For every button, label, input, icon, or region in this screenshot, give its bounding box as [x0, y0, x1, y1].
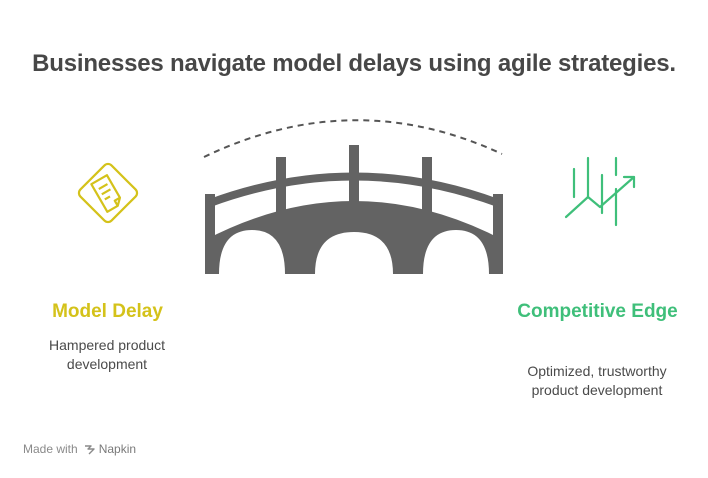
napkin-logo-icon: [84, 445, 95, 455]
napkin-brand-label: Napkin: [98, 442, 137, 456]
made-with-label: Made with: [23, 442, 78, 456]
growth-chart-icon: [560, 153, 640, 229]
document-icon: [70, 155, 146, 231]
model-delay-description: Hampered product development: [49, 337, 165, 372]
bridge-icon: [196, 110, 512, 280]
page-title: Businesses navigate model delays using a…: [32, 50, 676, 77]
footer-attribution[interactable]: Made with Napkin: [23, 442, 136, 456]
model-delay-heading: Model Delay: [52, 301, 163, 322]
competitive-edge-heading: Competitive Edge: [517, 301, 678, 322]
competitive-edge-description: Optimized, trustworthy product developme…: [527, 363, 667, 398]
